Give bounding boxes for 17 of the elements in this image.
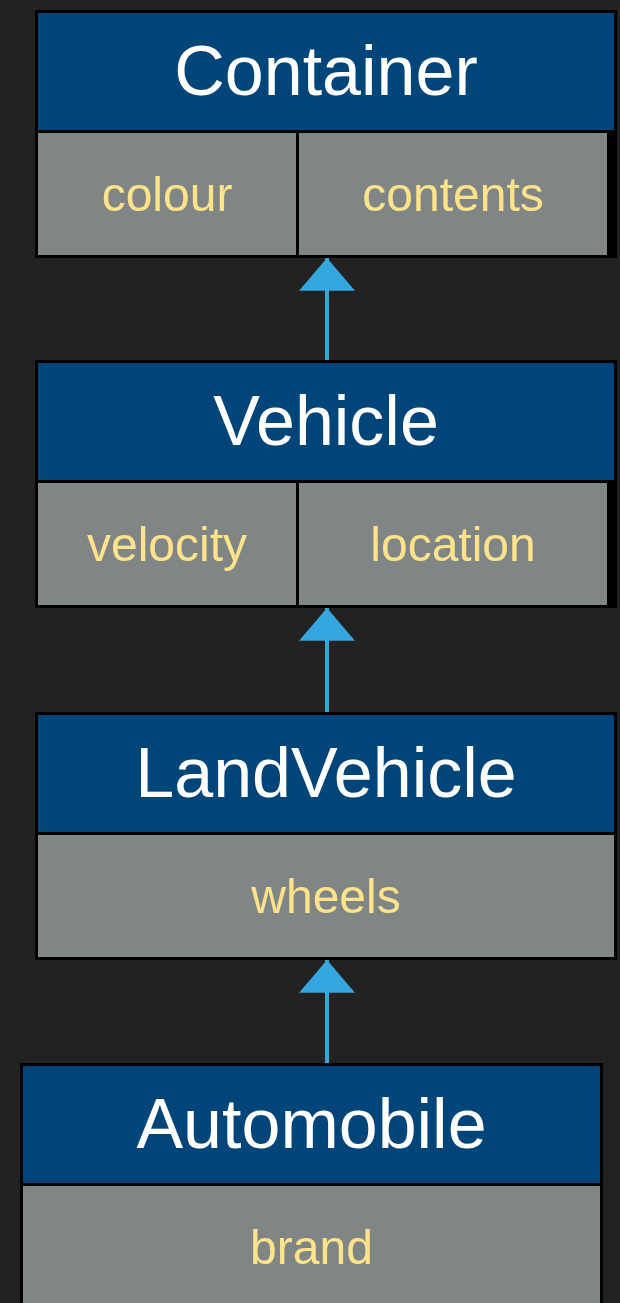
class-name: Container (38, 13, 614, 130)
class-name: Automobile (23, 1066, 600, 1183)
inheritance-arrow (299, 960, 355, 1063)
attribute-field: velocity (38, 483, 296, 605)
class-box (35, 712, 617, 960)
class-box (20, 1063, 603, 1303)
class-box (35, 360, 617, 608)
attribute-field: location (299, 483, 607, 605)
inheritance-arrow (299, 258, 355, 360)
class-name: Vehicle (38, 363, 614, 480)
inheritance-arrow (299, 608, 355, 712)
class-name: LandVehicle (38, 715, 614, 832)
attribute-field: brand (23, 1186, 600, 1303)
attribute-field: wheels (38, 835, 614, 957)
class-box (35, 10, 617, 258)
attribute-field: contents (299, 133, 607, 255)
attribute-field: colour (38, 133, 296, 255)
